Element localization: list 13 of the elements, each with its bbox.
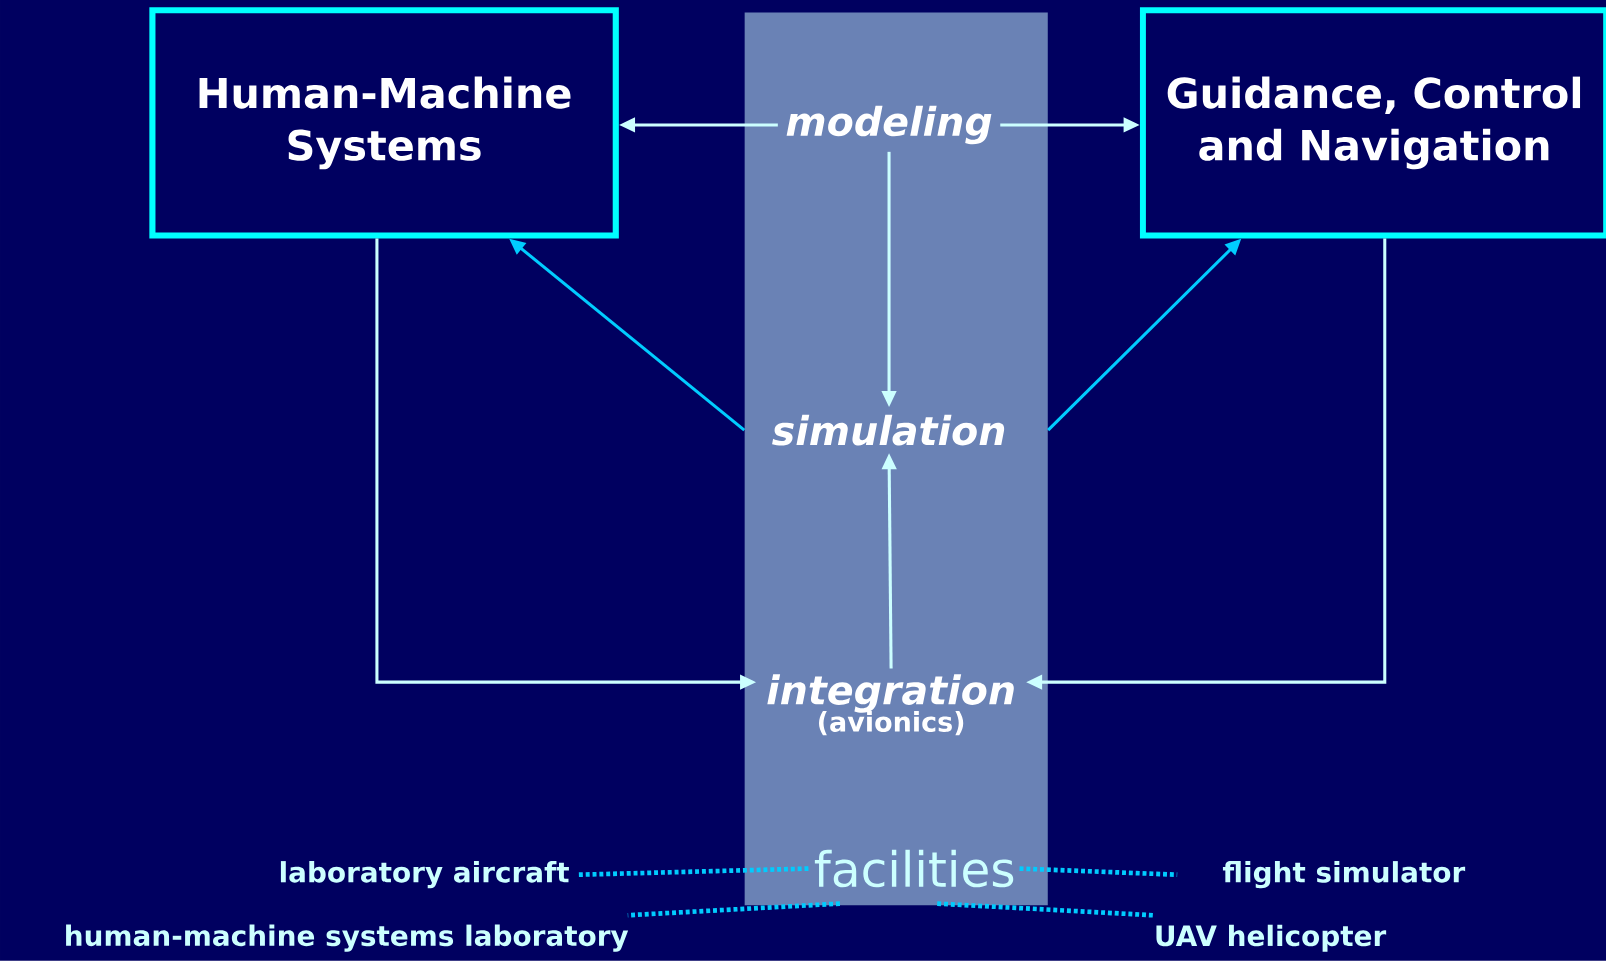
background-band [744, 12, 1048, 906]
stage-text: simulation [772, 415, 1005, 446]
facility-label: UAV helicopter [1156, 924, 1387, 952]
facility-label: laboratory aircraft [280, 861, 569, 889]
topic-box: Human-Machine Systems [149, 7, 619, 239]
stage-text: integration (avionics) [767, 674, 1014, 736]
facility-label: flight simulator [1222, 861, 1466, 889]
stage-text: modeling [786, 105, 992, 145]
facility-label: human-machine systems laboratory [66, 924, 629, 952]
dotted-connector [937, 901, 1155, 918]
topic-box: Guidance, Control and Navigation [1139, 7, 1606, 239]
facilities-text: facilities [814, 849, 1014, 888]
dotted-connector [578, 866, 810, 878]
